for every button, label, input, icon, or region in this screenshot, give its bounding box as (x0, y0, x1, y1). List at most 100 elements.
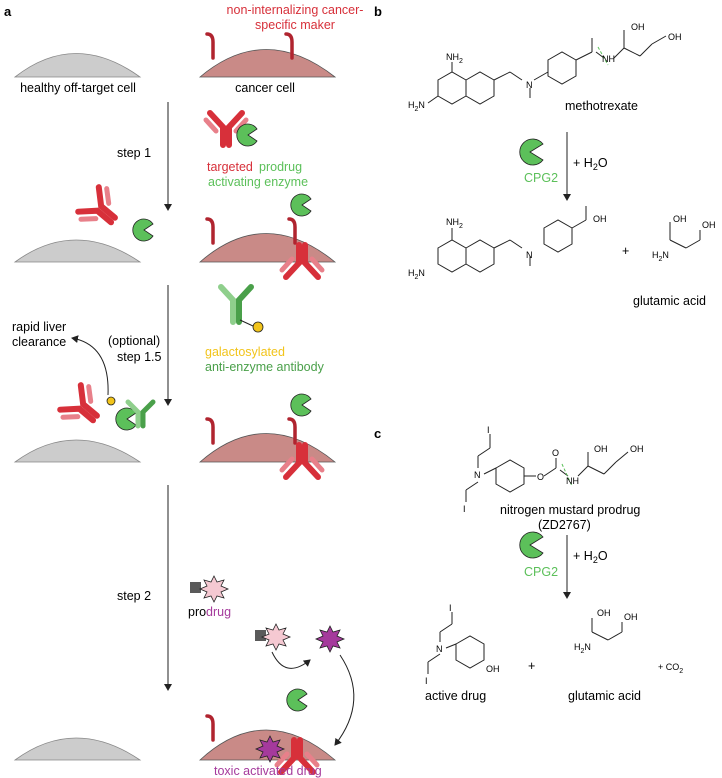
cpg2-label: CPG2 (524, 565, 558, 579)
bound-enzyme-icon (290, 393, 312, 417)
prodrug-name-line1: nitrogen mustard prodrug (500, 503, 640, 517)
pro-label: pro (188, 605, 206, 619)
healthy-cell (13, 239, 142, 263)
plus-h2o-label: + H2O (573, 549, 608, 565)
activation-arrow (271, 651, 311, 669)
step2-label: step 2 (117, 589, 151, 603)
complex-antibody-icon (58, 382, 108, 433)
iodine-label: I (463, 504, 466, 514)
panel-c-letter: c (374, 426, 381, 441)
nh2-label: NH2 (446, 217, 463, 230)
toxic-drug-label: toxic activated drug (214, 764, 322, 778)
oh-label: OH (597, 608, 611, 618)
benzene-ring (495, 459, 525, 493)
panel-b (427, 30, 701, 273)
h2n-label: H2N (408, 268, 425, 281)
benzene-ring (547, 51, 577, 85)
pteridine-ring (437, 71, 467, 105)
cancer-marker (205, 417, 215, 445)
pteridine-ring (437, 239, 467, 273)
benzene-ring (543, 219, 573, 253)
methotrexate-label: methotrexate (565, 99, 638, 113)
oh-label: OH (624, 612, 638, 622)
marker-label-line2: specific maker (255, 18, 335, 32)
targeted-label: targeted (207, 160, 253, 174)
cancer-cell (198, 433, 337, 463)
plus-label: + (622, 244, 629, 258)
complex-enzyme-icon (115, 407, 137, 431)
cpg2-enzyme-icon (519, 138, 544, 166)
drug-entry-arrow (334, 654, 355, 746)
cancer-cell (198, 233, 337, 263)
pteridine-ring (465, 239, 495, 273)
o-atom-label: O (537, 472, 544, 482)
enzyme-icon (236, 123, 258, 147)
rapid-liver-label-line1: rapid liver (12, 320, 66, 334)
co2-label: + CO2 (658, 662, 683, 675)
prodrug-square-icon (190, 582, 201, 593)
unbound-enzyme-icon (132, 218, 154, 242)
cancer-cell-label: cancer cell (235, 81, 295, 95)
n-atom-label: N (526, 80, 533, 90)
bound-enzyme-icon (286, 688, 308, 712)
marker-label-line1: non-internalizing cancer- (227, 3, 364, 17)
step1-label: step 1 (117, 146, 151, 160)
drug-label: drug (206, 605, 231, 619)
panel-a: non-internalizing cancer- specific maker… (12, 3, 363, 778)
healthy-cell-label: healthy off-target cell (20, 81, 136, 95)
cancer-marker (205, 714, 215, 742)
prodrug-star-icon (198, 575, 230, 603)
cpg2-enzyme-icon (519, 531, 544, 559)
n-atom-label: N (474, 470, 481, 480)
h2n-label: H2N (574, 642, 591, 655)
o-atom-label: O (552, 448, 559, 458)
iodine-label: I (449, 603, 452, 613)
internal-drug-star-icon (254, 735, 286, 763)
optional-label: (optional) (108, 334, 160, 348)
oh-label: OH (486, 664, 500, 674)
prodrug-name-line2: (ZD2767) (538, 518, 591, 532)
nh-label: NH (602, 54, 615, 64)
n-atom-label: N (526, 250, 533, 260)
step15-label: step 1.5 (117, 350, 162, 364)
oh-label: OH (630, 444, 644, 454)
panel-c (427, 434, 629, 674)
oh-label: OH (673, 214, 687, 224)
bound-enzyme-icon (290, 193, 312, 217)
cpg2-label: CPG2 (524, 171, 558, 185)
activating-enzyme-label: activating enzyme (208, 175, 308, 189)
healthy-cell (13, 737, 142, 761)
cancer-marker (205, 32, 215, 60)
anti-enzyme-antibody-icon (218, 284, 264, 333)
prodrug-star-icon (260, 623, 292, 651)
panel-a-letter: a (4, 4, 12, 19)
prodrug-square-icon (255, 630, 266, 641)
h2n-label: H2N (408, 100, 425, 113)
nh-label: NH (566, 476, 579, 486)
oh-label: OH (702, 220, 716, 230)
panel-c-labels: I N I O O NH OH OH nitrogen mustard prod… (425, 425, 683, 703)
oh-label: OH (593, 214, 607, 224)
oh-label: OH (668, 32, 682, 42)
panel-b-labels: NH2 H2N N NH OH OH methotrexate CPG2 + H… (408, 22, 716, 308)
iodine-label: I (487, 425, 490, 435)
healthy-cell (13, 439, 142, 463)
complex-anti-enzyme-icon (106, 396, 156, 429)
benzene-ring (455, 635, 485, 669)
plus-h2o-label: + H2O (573, 156, 608, 172)
glutamic-acid-label: glutamic acid (633, 294, 706, 308)
pteridine-ring (465, 71, 495, 105)
active-drug-star-icon (314, 625, 346, 653)
n-atom-label: N (436, 644, 443, 654)
clearance-arrow (71, 335, 109, 396)
galactosylated-label: galactosylated (205, 345, 285, 359)
iodine-label: I (425, 676, 428, 686)
nh2-label: NH2 (446, 52, 463, 65)
unbound-antibody-icon (76, 184, 126, 235)
prodrug-word-label: prodrug (259, 160, 302, 174)
cancer-marker (205, 217, 215, 245)
anti-enzyme-label: anti-enzyme antibody (205, 360, 325, 374)
panel-b-letter: b (374, 4, 382, 19)
glutamic-acid-label: glutamic acid (568, 689, 641, 703)
